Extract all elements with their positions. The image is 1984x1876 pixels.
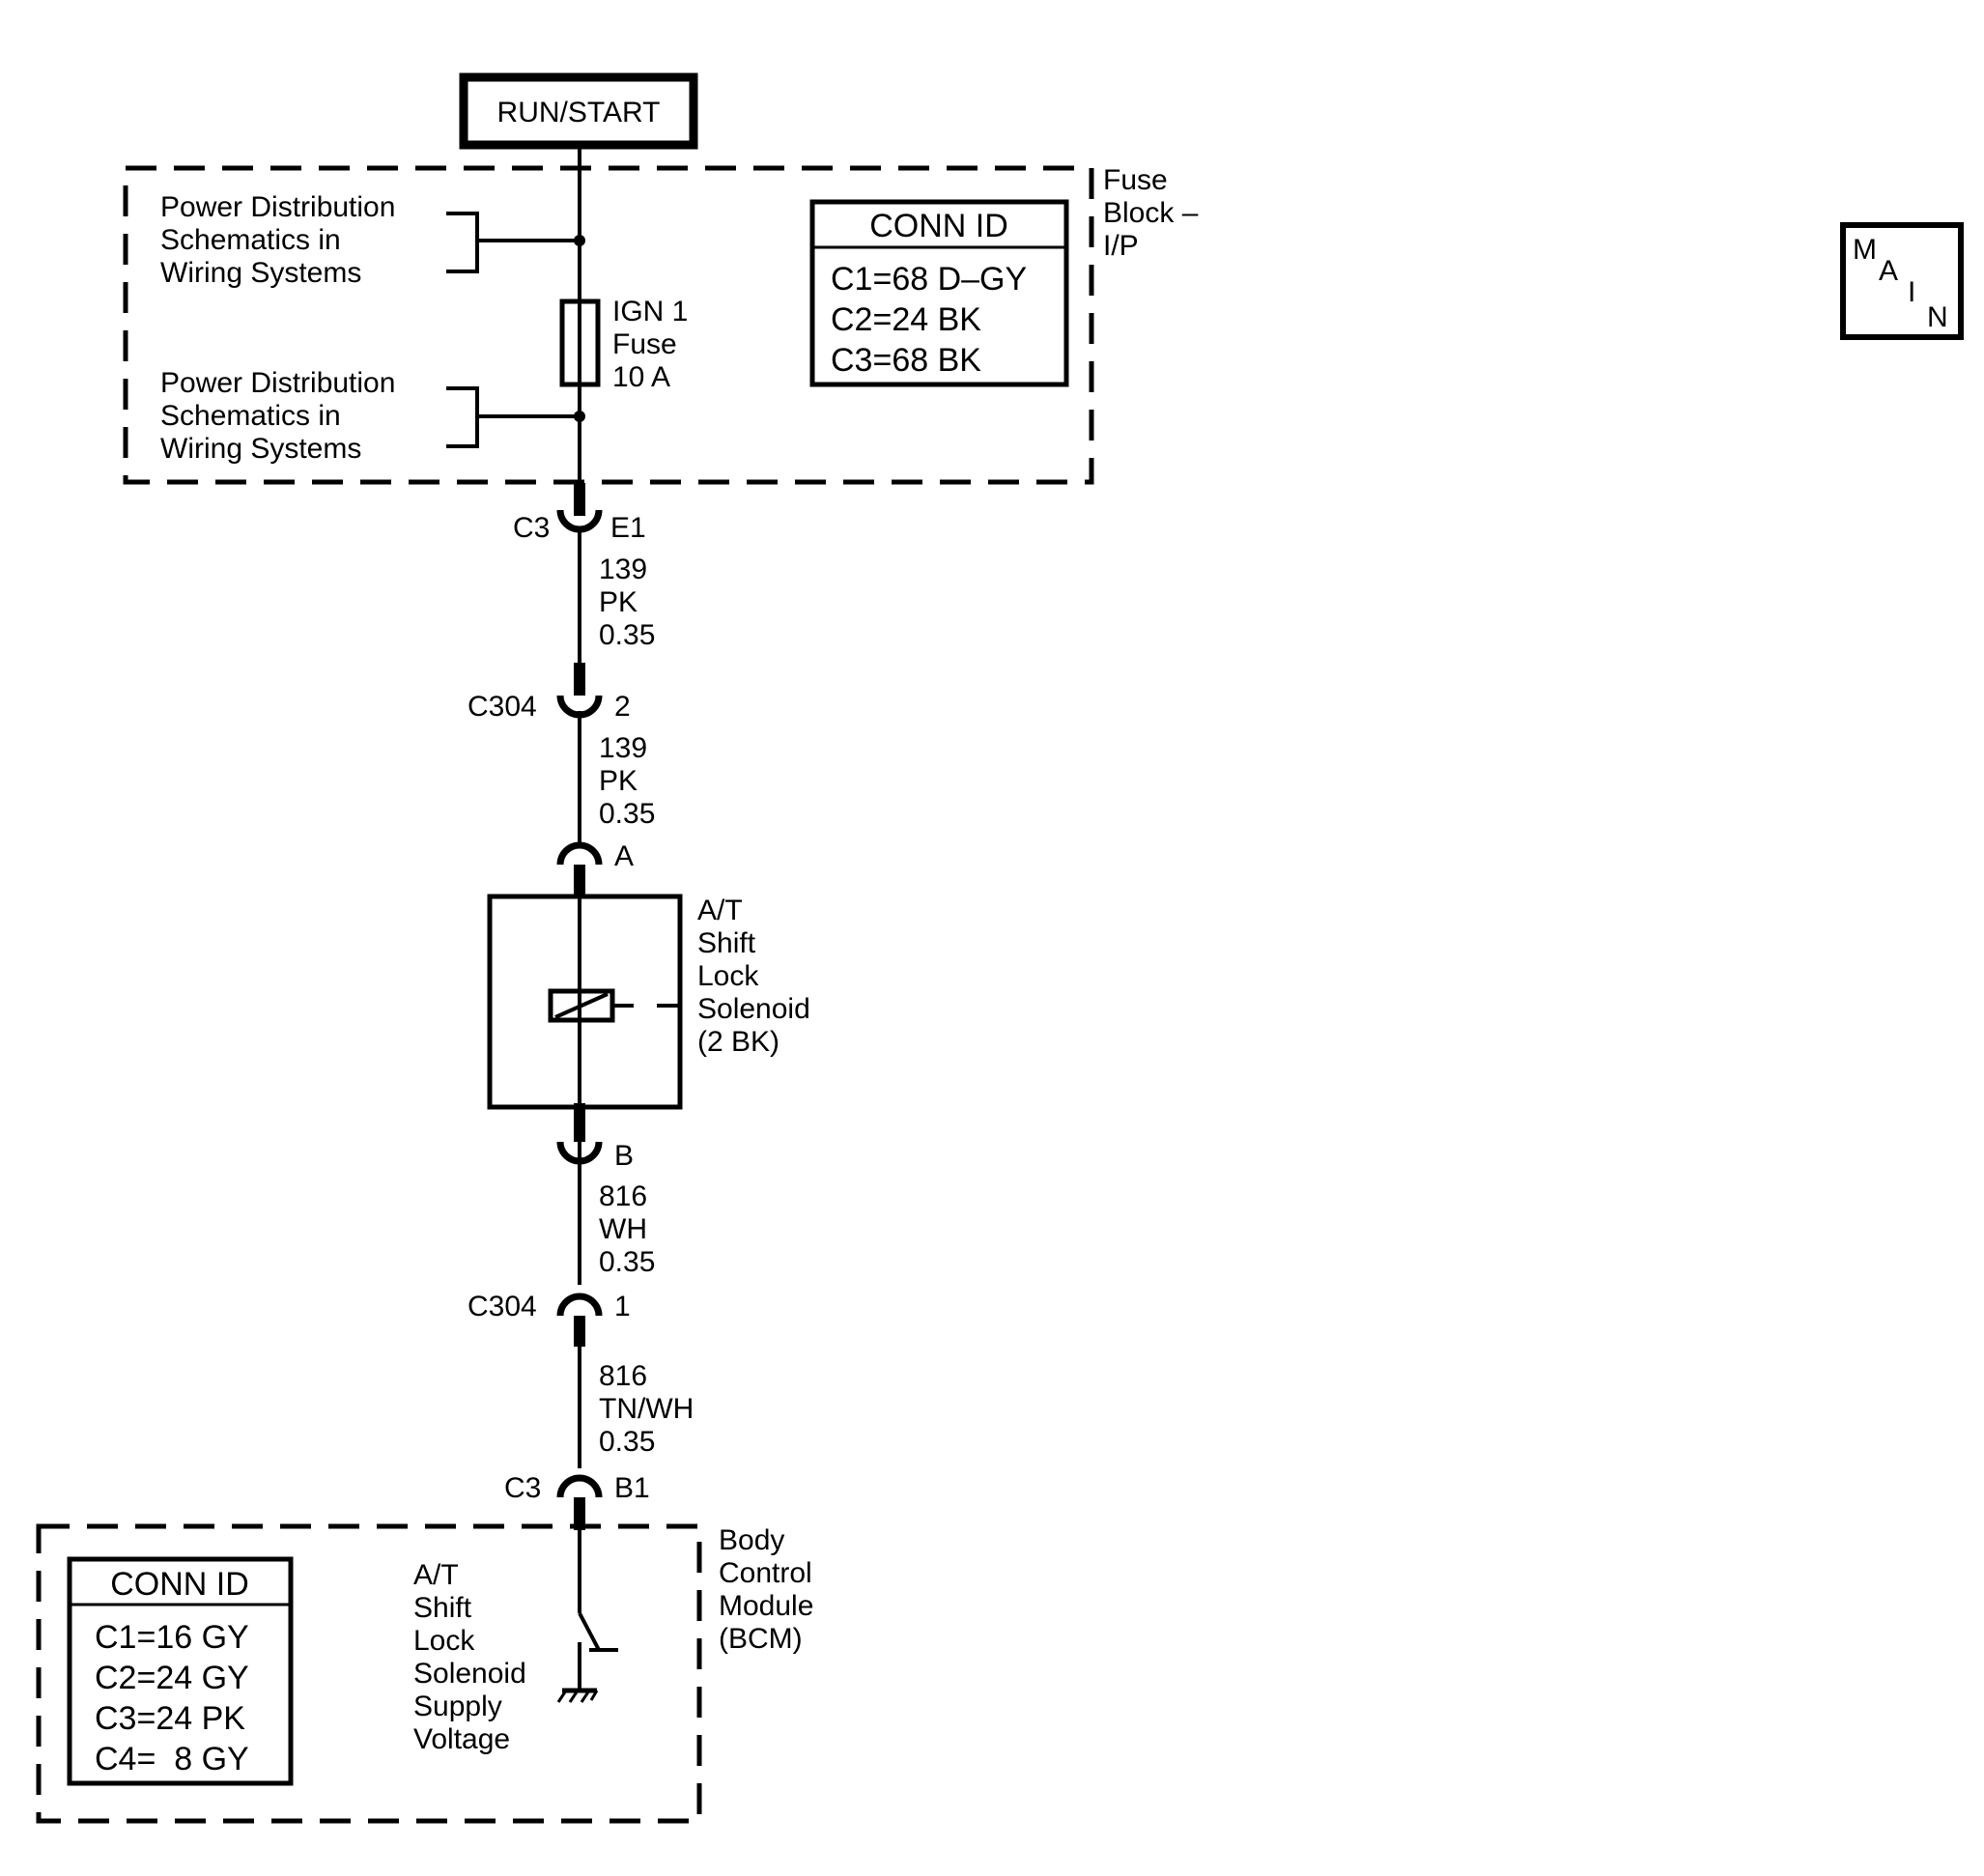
svg-text:139 PK 0.35: 139 PK 0.35 <box>599 732 655 830</box>
connector-pin-b: B <box>556 1140 634 1172</box>
svg-text:C3: C3 <box>513 512 550 544</box>
svg-text:N: N <box>1927 301 1948 333</box>
svg-text:C3: C3 <box>504 1472 541 1504</box>
svg-text:816 TN/WH 0.35: 816 TN/WH 0.35 <box>599 1360 702 1458</box>
main-badge: M A I N <box>1840 222 1964 340</box>
svg-text:I: I <box>1908 276 1915 308</box>
svg-text:816 WH 0.35: 816 WH 0.35 <box>599 1180 655 1278</box>
bcm-switch-label: A/T Shift Lock Solenoid Supply Voltage <box>413 1559 534 1755</box>
connector-c3-e1: C3 E1 <box>513 509 646 544</box>
wire-segment-2: 139 PK 0.35 <box>599 732 655 830</box>
conn-id-title: CONN ID <box>869 208 1008 244</box>
svg-text:C1=16 GY C2=24 GY: C1=16 GY C2=24 GY C3=24 PK C4= 8 GY <box>0 0 312 1777</box>
bcm-label: Body Control Module (BCM) <box>719 1524 822 1655</box>
power-distribution-ref-bottom: Power Distribution Schematics in Wiring … <box>160 367 585 465</box>
wire-segment-4: 816 TN/WH 0.35 <box>599 1360 702 1458</box>
wire-segment-1: 139 PK 0.35 <box>599 554 655 651</box>
svg-text:A: A <box>1879 255 1898 287</box>
fuse-block-enclosure: Fuse Block – I/P <box>123 164 1206 485</box>
svg-text:M: M <box>1853 234 1877 266</box>
connector-c304-2: C304 2 <box>468 691 631 723</box>
bcm-enclosure: Body Control Module (BCM) <box>36 1523 822 1824</box>
power-distribution-ref-top: Power Distribution Schematics in Wiring … <box>160 191 585 289</box>
connector-pin-a: A <box>556 840 634 872</box>
svg-text:CONN ID: CONN ID <box>110 1566 249 1603</box>
connector-c3-b1: C3 B1 <box>504 1472 650 1504</box>
svg-text:1: 1 <box>614 1291 631 1322</box>
solenoid-label: A/T Shift Lock Solenoid (2 BK) <box>697 895 818 1058</box>
svg-text:C304: C304 <box>468 1291 537 1322</box>
fuse-label: IGN 1 Fuse 10 A <box>612 296 696 393</box>
svg-text:C304: C304 <box>468 691 537 723</box>
ign1-fuse: IGN 1 Fuse 10 A <box>559 296 696 393</box>
power-source-label: RUN/START <box>497 97 661 128</box>
fuse-block-conn-id-table: CONN ID C1=68 D–GY C2=24 BK C3=68 BK <box>809 199 1069 387</box>
connector-c304-1: C304 1 <box>468 1291 631 1322</box>
svg-text:Power Distribution Schem: Power Distribution Schematics in Wiring … <box>160 367 404 465</box>
svg-text:E1: E1 <box>610 512 646 544</box>
bcm-conn-id-table: CONN ID C1=16 GY C2=24 GY C3=24 PK C4= 8… <box>0 0 312 1786</box>
svg-text:139 PK 0.35: 139 PK 0.35 <box>599 554 655 651</box>
svg-text:Power Distribution Schem: Power Distribution Schematics in Wiring … <box>160 191 404 289</box>
svg-text:B1: B1 <box>614 1472 650 1504</box>
svg-text:A: A <box>614 840 634 872</box>
shift-lock-solenoid: A/T Shift Lock Solenoid (2 BK) <box>487 894 818 1110</box>
wire-segment-3: 816 WH 0.35 <box>599 1180 655 1278</box>
bcm-supply-switch: A/T Shift Lock Solenoid Supply Voltage <box>413 1559 618 1755</box>
svg-text:B: B <box>614 1140 634 1172</box>
svg-text:2: 2 <box>614 691 631 723</box>
power-source-box: RUN/START <box>459 72 698 150</box>
fuse-block-label: Fuse Block – I/P <box>1103 164 1206 262</box>
svg-text:C1=68 D–GY C2=24 BK: C1=68 D–GY C2=24 BK C3=68 BK <box>831 261 1035 379</box>
